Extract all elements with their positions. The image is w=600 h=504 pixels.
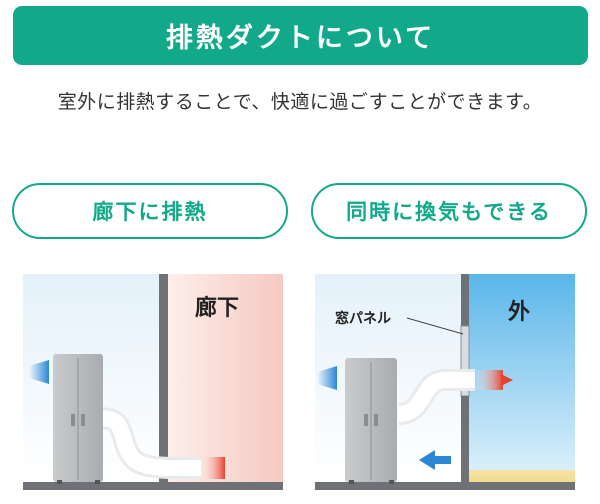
outside-exhaust-diagram: 外 窓パネル: [315, 274, 575, 499]
outside-ground: [469, 470, 575, 482]
hallway-exhaust-illustration: [23, 274, 283, 490]
floor: [315, 482, 575, 490]
hot-air-outlet: [199, 457, 225, 479]
hallway-exhaust-diagram: 廊下: [23, 274, 283, 499]
hallway-area: [168, 274, 283, 482]
cool-air-intake-arrow-body: [433, 456, 451, 464]
cool-air-outlet: [317, 366, 337, 390]
section-title: 排熱ダクトについて: [165, 23, 436, 54]
hallway-label: 廊下: [195, 296, 240, 321]
intro-text: 室外に排熱することで、快適に過ごすことができます。: [57, 91, 543, 113]
outside-exhaust-illustration: [315, 274, 575, 490]
hot-air-arrow-head: [501, 374, 513, 386]
floor: [23, 482, 283, 490]
option-pill-hallway: 廊下に排熱: [12, 183, 288, 239]
wall-upper: [461, 274, 469, 326]
wall-lower: [461, 396, 469, 482]
cool-air-outlet: [29, 360, 49, 384]
hot-air-stream: [473, 370, 503, 390]
cool-air-intake-arrow-head: [419, 450, 435, 470]
outside-label: 外: [508, 300, 531, 325]
window-panel-label: 窓パネル: [335, 311, 391, 327]
wall: [159, 274, 168, 482]
section-title-banner: 排熱ダクトについて: [13, 6, 588, 65]
option-label-hallway: 廊下に排熱: [92, 200, 208, 224]
panel-leader-line: [406, 317, 464, 335]
option-label-ventilation: 同時に換気もできる: [346, 200, 552, 224]
option-pill-ventilation: 同時に換気もできる: [311, 183, 587, 239]
